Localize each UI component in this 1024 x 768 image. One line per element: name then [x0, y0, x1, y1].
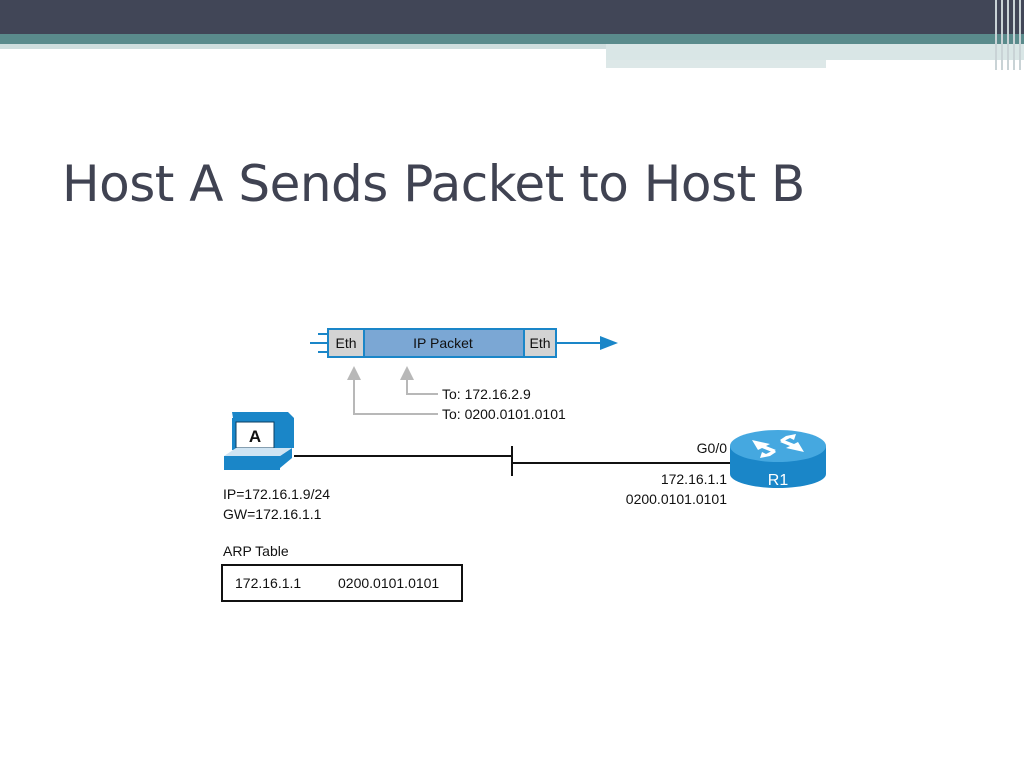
accent-stripe: [0, 34, 1024, 44]
host-a-ip: IP=172.16.1.9/24: [223, 486, 330, 502]
eth-trailer-label: Eth: [529, 335, 550, 351]
frame-direction-arrow: [556, 336, 618, 350]
arp-entry-mac: 0200.0101.0101: [338, 575, 439, 591]
arp-table-box: [221, 564, 463, 602]
ip-packet-label: IP Packet: [413, 335, 473, 351]
accent-stripe-right-lower: [606, 60, 826, 68]
decorative-edge-lines: [995, 0, 1021, 70]
accent-stripe-right: [606, 44, 1024, 60]
host-a-gateway: GW=172.16.1.1: [223, 506, 322, 522]
dest-ip-annotation: To: 172.16.2.9: [442, 386, 531, 402]
accent-stripe-light: [0, 44, 606, 49]
router-interface-label: G0/0: [697, 440, 728, 456]
dest-mac-annotation: To: 0200.0101.0101: [442, 406, 566, 422]
router-mac-label: 0200.0101.0101: [626, 491, 727, 507]
slide-title: Host A Sends Packet to Host B: [62, 155, 805, 213]
arp-table-title: ARP Table: [223, 543, 289, 559]
host-a-label: A: [249, 427, 261, 446]
arp-entry-ip: 172.16.1.1: [235, 575, 301, 591]
pc-icon: [224, 412, 294, 470]
annotation-arrows: [347, 366, 438, 415]
router-name-label: R1: [768, 472, 789, 489]
router-icon: [730, 430, 826, 488]
eth-header-label: Eth: [335, 335, 356, 351]
router-ip-label: 172.16.1.1: [661, 471, 727, 487]
header-bar: [0, 0, 1024, 34]
ethernet-link: [294, 446, 734, 476]
ethernet-frame: Eth IP Packet Eth: [327, 328, 557, 358]
